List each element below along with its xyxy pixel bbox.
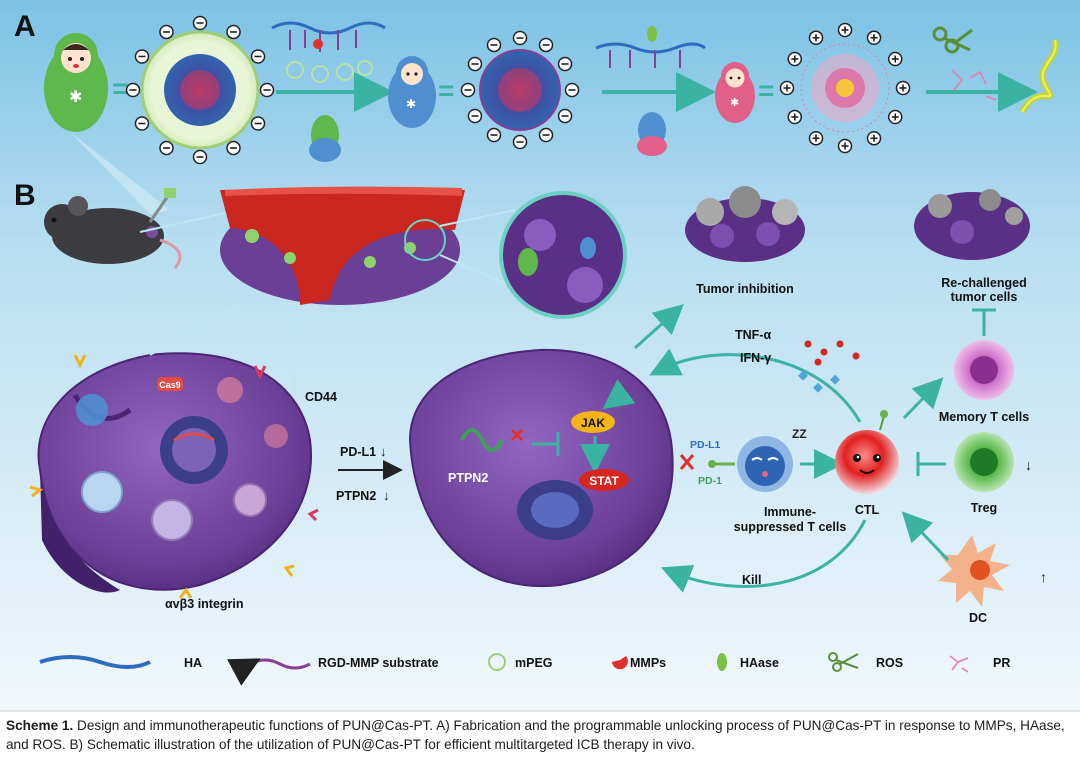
caption-text: Design and immunotherapeutic functions o… [6,718,1065,752]
svg-text:↓: ↓ [1025,457,1032,473]
svg-text:=: = [758,75,774,106]
stat-label: STAT [589,474,619,488]
ifn-label: IFN-γ [740,351,771,365]
legend-haase: HAase [740,656,779,670]
ptpn2-down-label: PTPN2 [336,489,376,503]
scissors-ros-icon [932,26,973,54]
panel-a-label: A [14,10,36,43]
ifn-dots-icon [798,370,840,393]
nanoparticle-core-icon [479,49,561,131]
caption-title: Scheme 1. [6,718,74,733]
svg-text:✱: ✱ [730,97,739,109]
tumor-inhibition-label: Tumor inhibition [696,282,794,296]
legend-pr: PR [993,656,1010,670]
pdl1-label: PD-L1 [690,439,720,451]
svg-text:↑: ↑ [1040,569,1047,585]
pr-nanoparticle-icon [800,43,890,133]
legend-ha: HA [184,656,202,670]
legend: HA RGD-MMP substrate mPEG MMPs HAase ROS… [39,652,1010,686]
kill-arrow [660,519,867,593]
figure-caption: Scheme 1. Design and immunotherapeutic f… [6,716,1074,754]
tnf-dots-icon [804,340,860,366]
negative-charges-2 [460,30,580,150]
legend-pr-icon [949,655,969,673]
positive-charges [779,22,911,154]
integrin-label: αvβ3 integrin [165,597,244,611]
svg-text:↓: ↓ [383,488,390,503]
doll-pink-icon: ✱ [715,62,755,123]
cd44-label: CD44 [305,390,337,404]
ctl-label: CTL [855,503,880,517]
legend-rgd: RGD-MMP substrate [318,656,439,670]
legend-rgd-icon [227,658,311,686]
ctl-cell-icon [835,410,899,494]
scheme-diagram: A ✱ = ✱ = [0,0,1080,712]
tnf-label: TNF-α [735,328,771,342]
nanoparticle-shell-icon [140,30,260,150]
callout-wedge [70,132,170,214]
legend-haase-icon [717,653,727,671]
dc-label: DC [969,611,987,625]
legend-ros-icon [828,652,859,672]
pdl1-down-label: PD-L1 [340,445,376,459]
legend-mpeg: mPEG [515,656,553,670]
treg-label: Treg [971,501,997,515]
dendritic-cell-icon [938,535,1010,607]
legend-mmps-icon [612,656,628,670]
legend-mpeg-icon [488,653,506,671]
haase-icon [647,26,657,42]
cytokine-arrow [649,348,862,423]
rechallenged-tumor-icon [914,189,1030,260]
ha-chain-icon [271,21,386,35]
kill-label: Kill [742,573,761,587]
rechallenged-label-2: tumor cells [951,290,1018,304]
doll-opened-icon [309,115,341,162]
cas9-plasmid-icon [1019,39,1059,114]
svg-text:ZZ: ZZ [792,427,807,441]
stat-badge: STAT [579,469,629,491]
cas9-label: Cas9 [159,380,181,390]
zoom-circle [404,219,446,261]
memory-label: Memory T cells [939,410,1029,424]
doll-blue-small-icon [637,112,667,156]
tumor-vessel-icon [220,186,465,305]
mmp-icon [313,39,323,49]
doll-blue-icon: ✱ [388,56,436,128]
receptors-icon [29,354,295,599]
treg-cell-icon [954,432,1014,492]
svg-text:=: = [112,73,128,104]
legend-mmps: MMPs [630,656,666,670]
panel-b-label: B [14,179,36,212]
immune-suppressed-t-cell-icon: ZZ [737,427,807,492]
tumor-zoom-icon [499,191,627,319]
memory-t-cell-icon [954,340,1014,400]
tumor-inhibition-icon [685,186,805,262]
svg-text:✱: ✱ [406,97,416,111]
immune-label-2: suppressed T cells [734,520,847,534]
svg-text:✱: ✱ [69,89,82,106]
blockade-x-icon [679,454,695,470]
mouse-icon [44,188,182,269]
svg-text:=: = [438,75,454,106]
ptpn2-label: PTPN2 [448,471,488,485]
immune-label-1: Immune- [764,505,816,519]
legend-ha-icon [39,655,151,669]
negative-charges [125,15,275,165]
jak-badge: JAK [571,411,615,433]
pd1-label: PD-1 [698,475,722,487]
svg-text:↓: ↓ [380,444,387,459]
legend-ros: ROS [876,656,903,670]
rechallenged-label-1: Re-challenged [941,276,1026,290]
doll-green-icon: ✱ [44,33,108,132]
tumor-cell-uptake: Cas9 [37,352,312,593]
jak-label: JAK [581,416,605,430]
